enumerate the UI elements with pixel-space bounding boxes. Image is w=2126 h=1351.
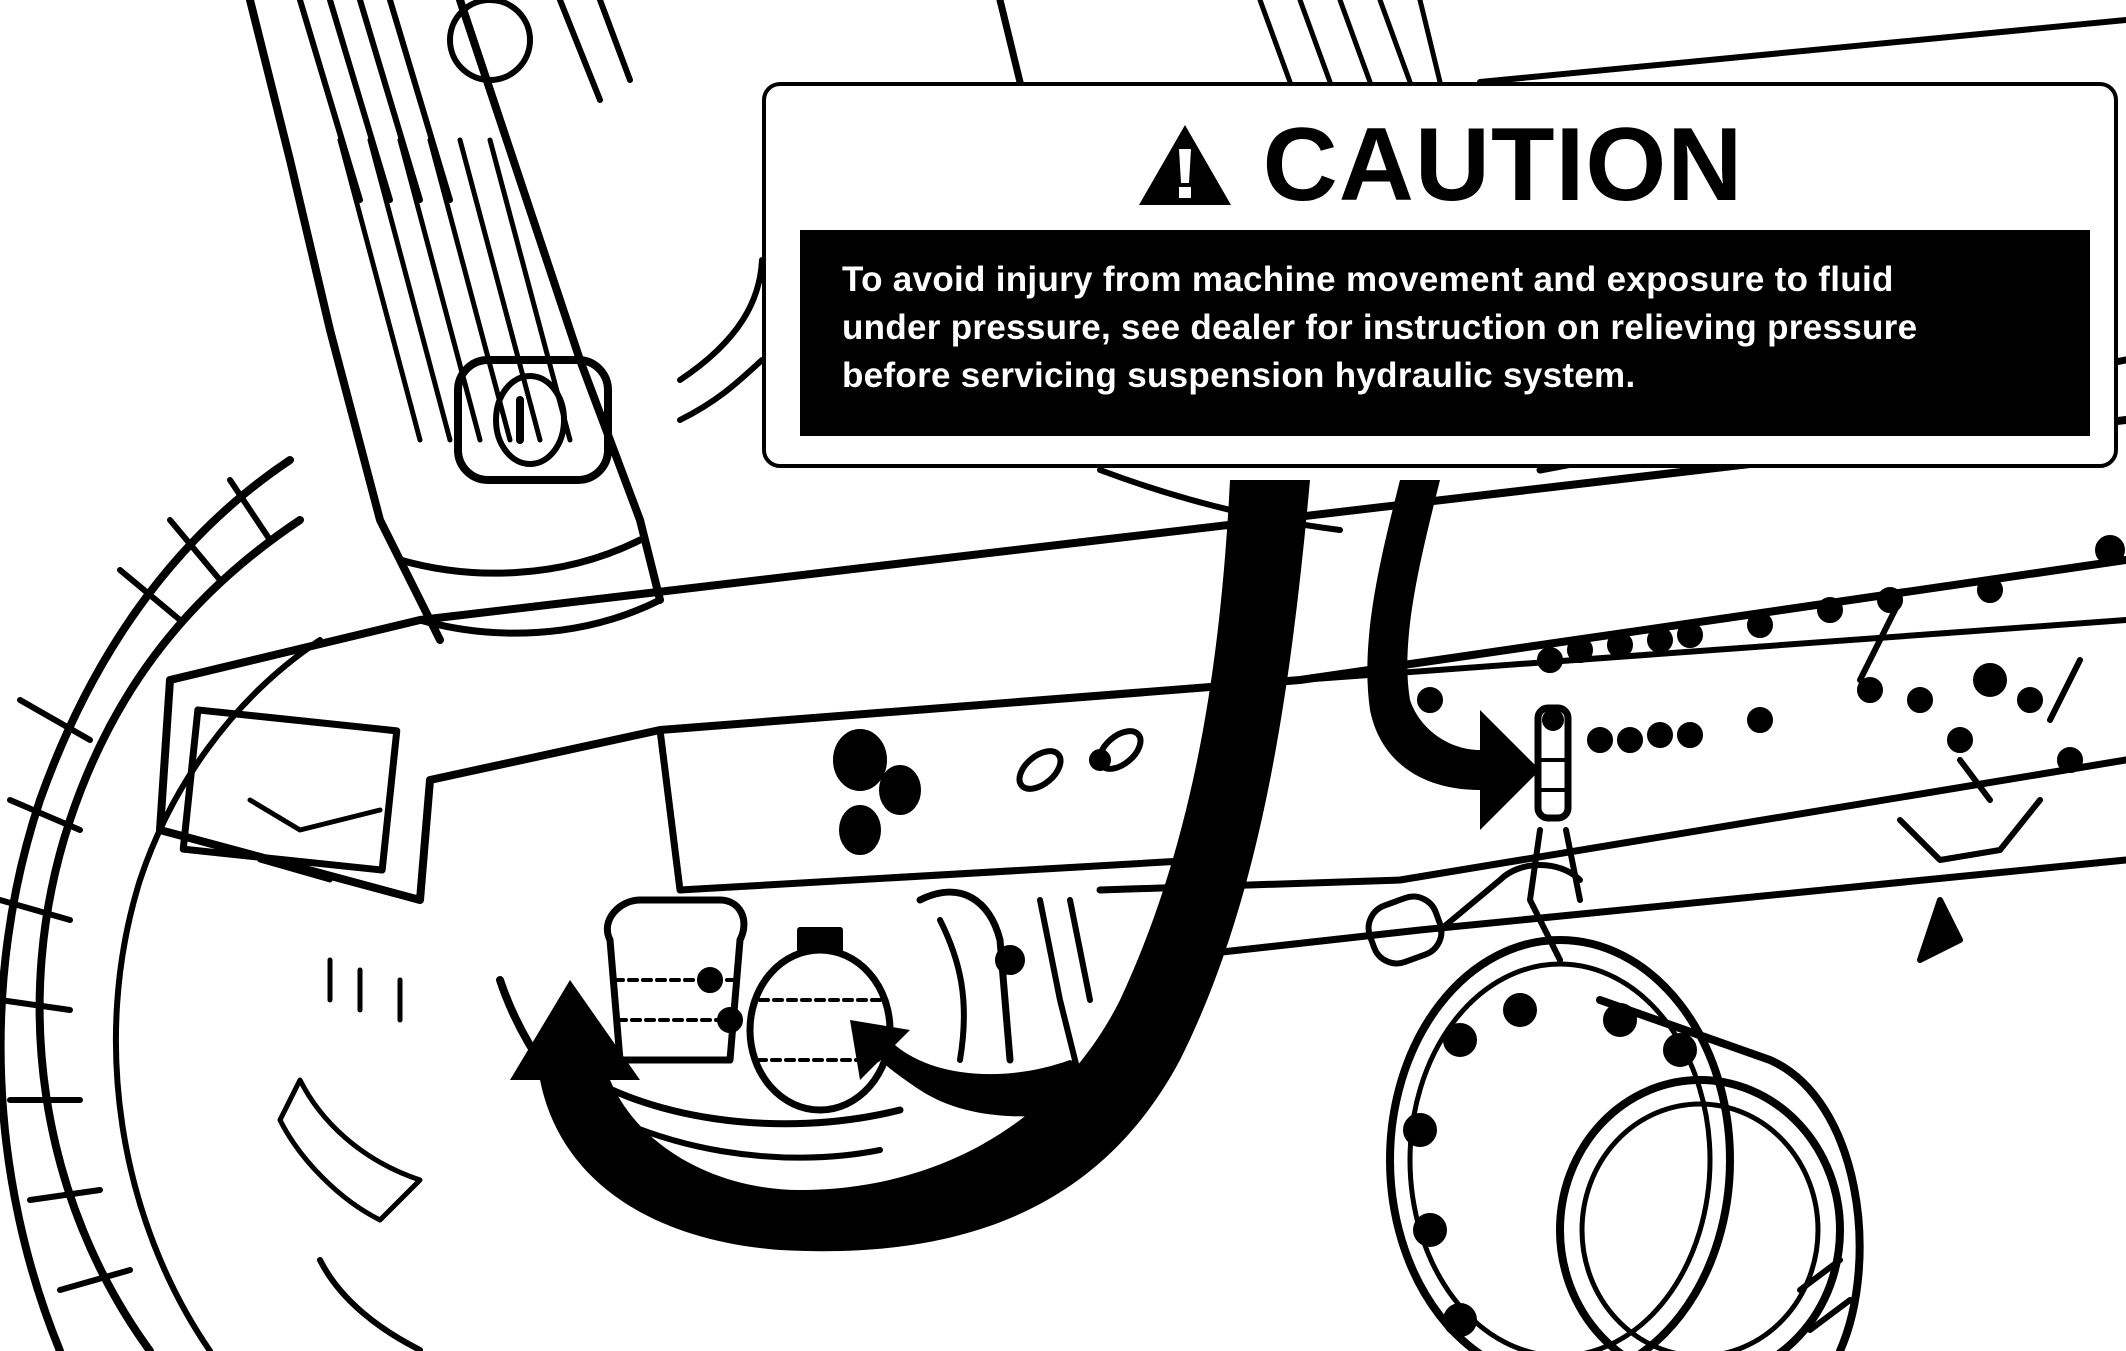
arrow-to-left-accumulator: [510, 480, 1310, 1252]
frame-beam: [156, 416, 2126, 1023]
upright-column: [246, 0, 664, 644]
caution-header: CAUTION: [766, 110, 2114, 220]
callout-arrows: [510, 480, 1540, 1252]
caution-message-line-1: To avoid injury from machine movement an…: [842, 260, 1894, 299]
caution-title: CAUTION: [1262, 107, 1744, 223]
caution-label: CAUTION To avoid injury from machine mov…: [762, 82, 2118, 468]
right-frame-rail: [1417, 535, 2125, 803]
arrow-to-suspension-cylinder: [1367, 480, 1540, 830]
left-tire: [0, 456, 423, 1351]
warning-triangle-icon: [1138, 125, 1231, 205]
caution-message-line-2: under pressure, see dealer for instructi…: [842, 308, 1918, 347]
axle-hub: [1096, 756, 2126, 1351]
caution-message-line-3: before servicing suspension hydraulic sy…: [842, 356, 1636, 395]
suspension-cylinder: [1527, 704, 1583, 963]
arrow-to-right-accumulator: [850, 1020, 1150, 1117]
caution-message-panel: To avoid injury from machine movement an…: [800, 230, 2090, 436]
